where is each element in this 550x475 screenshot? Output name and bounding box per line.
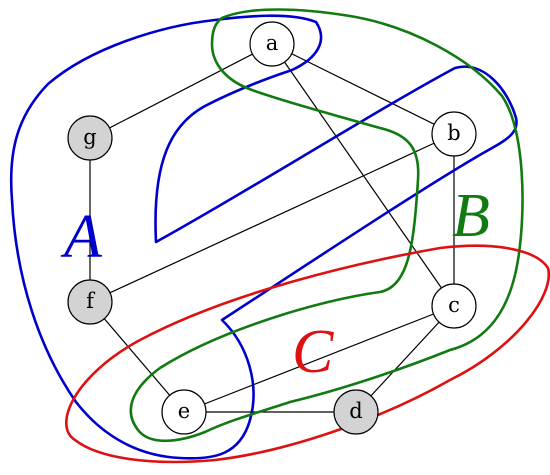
node-a-label: a — [266, 31, 279, 55]
node-f-circle — [67, 279, 113, 325]
node-e-circle — [161, 389, 207, 435]
edge-e-f — [89, 301, 185, 413]
node-b: b — [431, 111, 477, 157]
nodes-layer: a b c d e f g — [67, 21, 477, 435]
node-e-label: e — [178, 399, 190, 423]
node-c-circle — [431, 283, 477, 329]
node-c-label: c — [448, 293, 460, 317]
node-b-label: b — [447, 121, 460, 145]
node-d-circle — [333, 389, 379, 435]
edge-c-e — [183, 305, 455, 413]
node-b-circle — [431, 111, 477, 157]
region-c-outline — [65, 244, 550, 464]
node-d-label: d — [349, 399, 362, 423]
edge-a-b — [271, 43, 455, 135]
region-b-label: B — [452, 182, 490, 250]
edge-b-f — [89, 133, 455, 303]
edge-a-c — [271, 43, 455, 307]
edge-a-g — [89, 43, 273, 139]
node-g-circle — [67, 115, 113, 161]
region-b-outline — [129, 8, 524, 443]
node-g-label: g — [83, 125, 96, 149]
node-f: f — [67, 279, 113, 325]
edge-c-d — [355, 305, 455, 413]
region-a-outline — [9, 14, 518, 460]
edges-layer — [89, 43, 455, 413]
regions-layer — [9, 8, 550, 464]
node-a-circle — [249, 21, 295, 67]
node-c: c — [431, 283, 477, 329]
node-d: d — [333, 389, 379, 435]
region-a-label: A — [60, 203, 103, 271]
region-c-label: C — [292, 318, 334, 386]
node-f-label: f — [86, 289, 96, 313]
node-e: e — [161, 389, 207, 435]
node-g: g — [67, 115, 113, 161]
node-a: a — [249, 21, 295, 67]
